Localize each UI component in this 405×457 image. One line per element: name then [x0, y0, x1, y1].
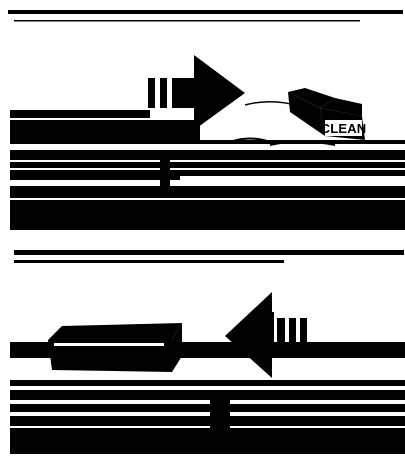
clean-label: CLEAN — [321, 121, 367, 136]
top-rule-thin — [14, 20, 104, 22]
surface-band-4 — [10, 186, 405, 198]
bottom-rule — [14, 250, 404, 255]
ripple-2 — [259, 380, 326, 386]
ripple-2 — [269, 140, 336, 146]
ripple-1 — [29, 380, 91, 386]
surface-stripe — [10, 110, 150, 118]
surface-band-2 — [10, 390, 405, 400]
arrow-left-icon — [225, 292, 307, 378]
large-box — [48, 323, 182, 372]
seam-gap — [180, 176, 405, 180]
surface-block — [10, 120, 200, 140]
bottom-panel — [10, 250, 405, 454]
arrow-right-icon — [148, 55, 245, 130]
top-rule-thin-2 — [70, 20, 360, 22]
surface-band-4 — [10, 416, 405, 426]
surface-band — [10, 150, 405, 160]
surface-block-bottom — [10, 200, 405, 230]
ripple-1 — [229, 137, 271, 143]
surface-band-3 — [10, 404, 405, 412]
surface-band — [10, 380, 405, 386]
surface-band-3 — [10, 170, 405, 180]
surface-block-bottom — [10, 428, 405, 454]
surface-edge — [10, 140, 405, 144]
seam — [210, 390, 230, 430]
surface-band-2 — [10, 162, 405, 168]
bottom-rule-thin — [14, 260, 284, 263]
top-panel: CLEAN — [8, 10, 405, 230]
top-rule — [8, 10, 403, 14]
clean-box: CLEAN — [288, 88, 366, 140]
seam — [160, 150, 170, 198]
